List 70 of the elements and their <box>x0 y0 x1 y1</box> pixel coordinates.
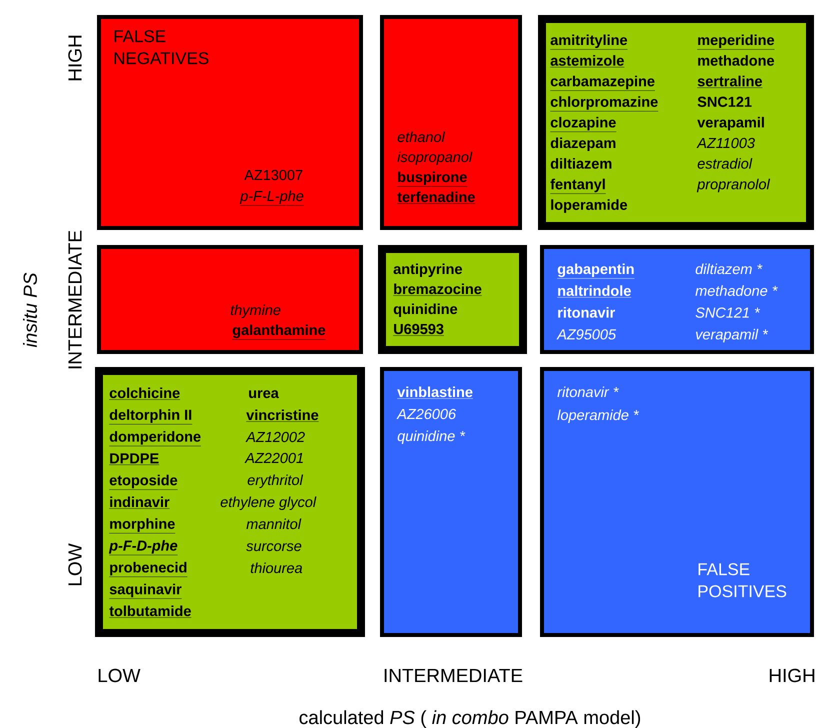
compound-name: AZ13007 <box>244 170 302 180</box>
compound-name: diltiazem * <box>696 264 762 274</box>
compound-name: U69593 <box>393 324 444 336</box>
compound-name: surcorse <box>246 543 302 552</box>
compound-name: AZ22001 <box>244 452 303 464</box>
compound-name: SNC121 <box>698 96 752 107</box>
compound-name: chlorpromazine <box>550 96 658 112</box>
compound-name: mannitol <box>246 518 302 530</box>
compound-name: estradiol <box>698 158 752 169</box>
compound-name: p-F-L-phe <box>240 190 304 206</box>
compound-name: isopropanol <box>397 152 472 166</box>
axis-label: INTERMEDIATE <box>68 230 82 368</box>
axis-label: INTERMEDIATE <box>384 668 522 682</box>
compound-name: indinavir <box>109 496 170 509</box>
category-label: FALSE POSITIVES <box>698 563 786 598</box>
compound-name: astemizole <box>550 55 625 68</box>
compound-name: morphine <box>109 518 176 534</box>
compound-name: tolbutamide <box>109 606 192 618</box>
compound-name: loperamide <box>551 199 628 213</box>
compound-name: etoposide <box>109 474 178 490</box>
compound-name: diazepam <box>550 138 616 152</box>
compound-name: quinidine <box>394 304 458 318</box>
compound-name: colchicine <box>109 388 180 400</box>
compound-name: ethylene glycol <box>220 496 316 510</box>
compound-name: quinidine * <box>398 430 466 444</box>
compound-name: AZ11003 <box>696 138 755 148</box>
axis-title: insitu PS <box>23 272 37 348</box>
compound-name: terfenadine <box>397 192 476 204</box>
compound-name: probenecid <box>109 562 188 578</box>
compound-name: DPDPE <box>109 453 160 465</box>
compound-name: clozapine <box>550 116 616 132</box>
compound-name: galanthamine <box>232 324 326 340</box>
compound-name: naltrindole <box>557 285 632 298</box>
compound-name: propranolol <box>696 178 770 192</box>
compound-name: methadone * <box>695 285 778 296</box>
compound-name: erythritol <box>248 474 304 488</box>
compound-name: loperamide * <box>557 410 639 424</box>
category-label: FALSE NEGATIVES <box>114 30 208 64</box>
axis-title: calculated PS ( in combo PAMPA model) <box>300 710 640 728</box>
compound-name: antipyrine <box>394 264 462 278</box>
compound-name: ethanol <box>398 132 446 142</box>
compound-name: urea <box>249 390 279 398</box>
compound-name: deltorphin II <box>109 409 192 424</box>
compound-name: sertraline <box>697 76 763 88</box>
compound-name: vinblastine <box>397 386 474 399</box>
compound-name: buspirone <box>397 172 468 187</box>
compound-name: verapamil * <box>696 328 768 342</box>
compound-name: gabapentin <box>557 264 635 279</box>
compound-name: verapamil <box>697 116 764 130</box>
axis-label: HIGH <box>770 668 814 682</box>
compound-name: p-F-D-phe <box>108 540 178 556</box>
compound-name: ritonavir <box>558 307 615 318</box>
compound-name: meperidine <box>697 34 775 50</box>
compound-name: thymine <box>230 304 280 318</box>
compound-name: saquinavir <box>109 584 182 599</box>
compound-name: carbamazepine <box>550 76 656 91</box>
compound-name: SNC121 * <box>696 307 760 318</box>
compound-name: AZ12002 <box>245 432 305 442</box>
compound-name: amitrityline <box>550 34 628 50</box>
compound-name: AZ95005 <box>556 329 616 340</box>
compound-name: diltiazem <box>550 158 612 169</box>
compound-name: domperidone <box>109 431 202 446</box>
compound-name: ritonavir * <box>557 386 619 398</box>
compound-name: methadone <box>698 55 774 66</box>
compound-name: thiourea <box>250 562 302 574</box>
compound-name: fentanyl <box>550 178 606 194</box>
compound-name: vincristine <box>246 410 319 422</box>
compound-name: AZ26006 <box>396 408 456 420</box>
compound-name: bremazocine <box>393 284 482 296</box>
axis-label: LOW <box>98 668 140 682</box>
